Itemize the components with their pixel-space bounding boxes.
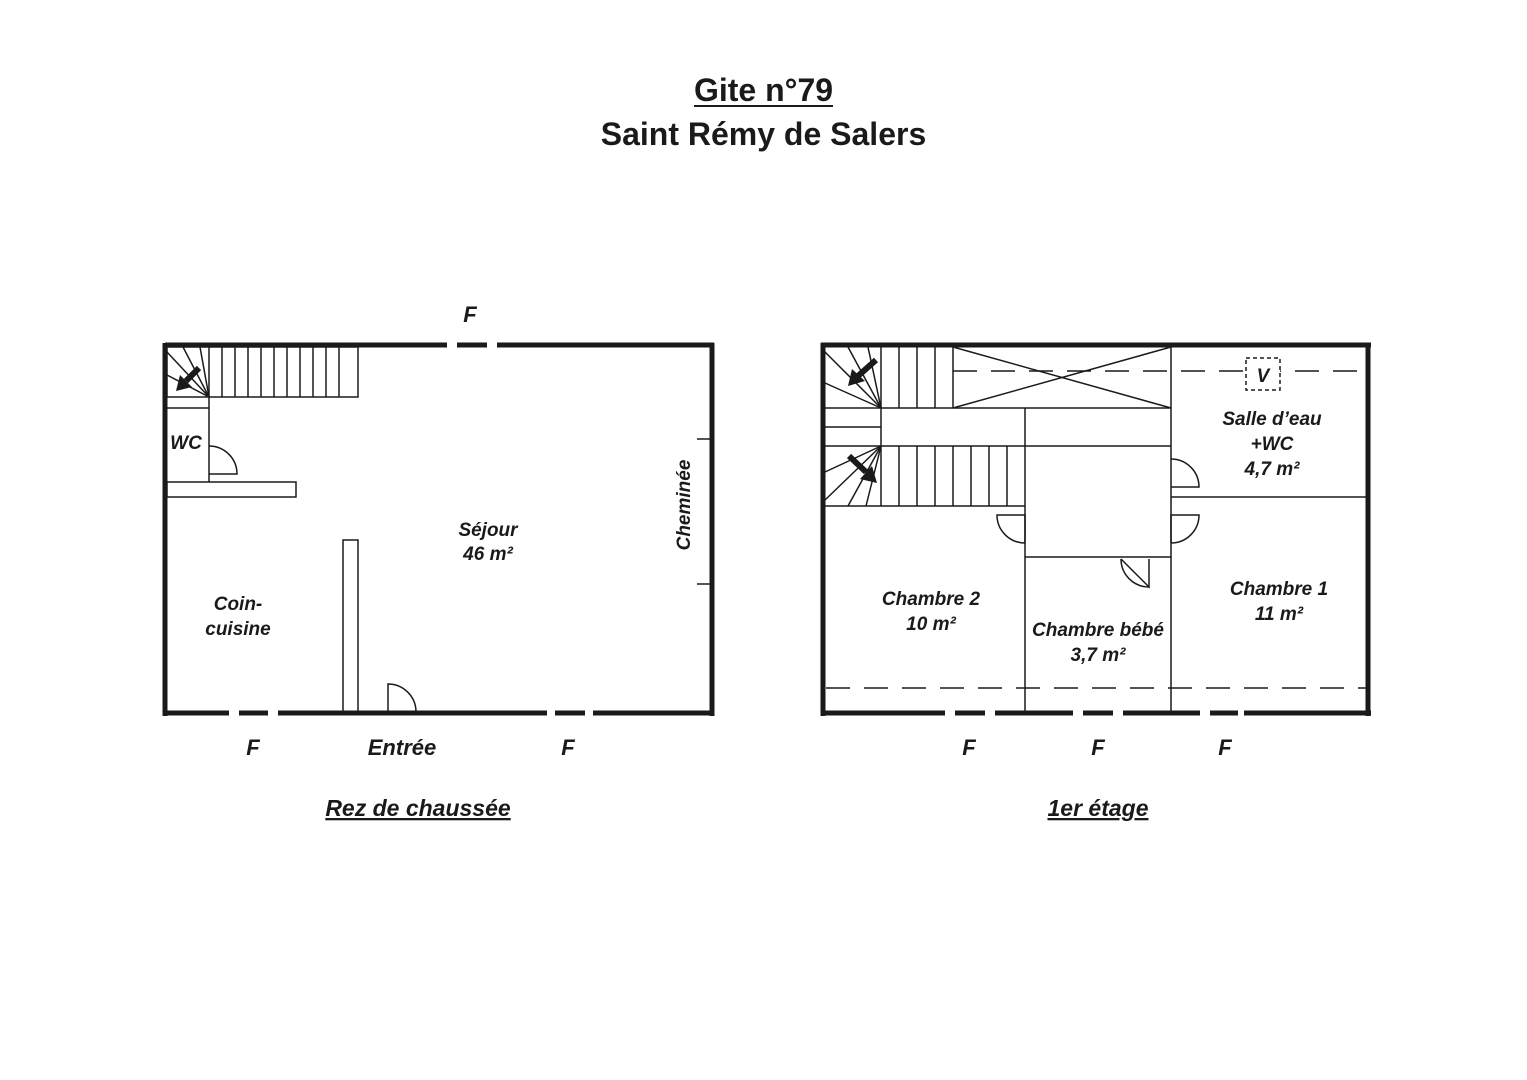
stair-direction-arrow-icon (176, 365, 202, 391)
sejour-label: Séjour (458, 520, 519, 541)
kitchen-label-line1: Coin- (214, 594, 263, 615)
kitchen-counter (166, 481, 297, 498)
plan-title: Gite n°79 (693, 72, 834, 108)
sloped-ceiling-lines (826, 370, 1366, 689)
ground-floor-caption: Rez de chaussée (325, 795, 511, 821)
stair-up-arrow-icon (846, 453, 877, 483)
bedroom1-area: 11 m² (1255, 604, 1304, 625)
wc-door-swing (208, 445, 238, 475)
bathroom-label-line1: Salle d’eau (1222, 409, 1322, 430)
fireplace (697, 438, 712, 585)
bedroom2-door-swing (996, 514, 1026, 544)
kitchen-label-line2: cuisine (205, 619, 271, 640)
window-mark-bedroom1: F (1218, 735, 1232, 760)
bedroom1-door-swing (1170, 514, 1200, 544)
ground-floor-partition (342, 539, 359, 713)
wc-label: WC (170, 433, 202, 454)
ground-floor-outer-walls (162, 342, 715, 716)
bathroom-door-swing (1170, 458, 1200, 488)
window-mark-south-west: F (246, 735, 260, 760)
ground-floor-plan: WC Séjour 46 m² Coin- cuisine Cheminée F… (162, 302, 715, 821)
entrance-door-swing (387, 683, 417, 713)
bedroom2-area: 10 m² (906, 614, 956, 635)
first-floor-doors (996, 458, 1200, 589)
upper-stair-flight (824, 346, 1025, 447)
entrance-label: Entrée (368, 735, 436, 760)
fireplace-label: Cheminée (674, 459, 695, 550)
first-floor-plan: V Salle d’eau +WC 4,7 m² Chambre 1 11 m²… (820, 342, 1371, 821)
wc-room (166, 397, 297, 498)
baby-room-label: Chambre bébé (1032, 620, 1164, 641)
window-mark-baby-room: F (1091, 735, 1105, 760)
vent-label: V (1257, 366, 1271, 387)
window-mark-south-east: F (561, 735, 575, 760)
bedroom1-label: Chambre 1 (1230, 579, 1328, 600)
baby-room-area: 3,7 m² (1071, 645, 1127, 666)
sejour-area: 46 m² (462, 544, 513, 565)
stairwell-void (952, 346, 1172, 409)
baby-room-door-swing (1120, 558, 1150, 588)
first-floor-outer-walls (820, 342, 1371, 716)
first-floor-caption: 1er étage (1047, 795, 1148, 821)
ground-floor-staircase (166, 346, 359, 409)
plan-subtitle: Saint Rémy de Salers (600, 116, 927, 152)
bedroom2-label: Chambre 2 (882, 589, 981, 610)
stair-down-arrow-icon (848, 357, 878, 386)
vent-icon (1245, 357, 1281, 391)
ground-floor-windows (239, 342, 585, 716)
bathroom-area: 4,7 m² (1244, 459, 1301, 480)
bathroom-label-line2: +WC (1251, 434, 1294, 455)
window-mark-north: F (463, 302, 477, 327)
window-mark-bedroom2: F (962, 735, 976, 760)
